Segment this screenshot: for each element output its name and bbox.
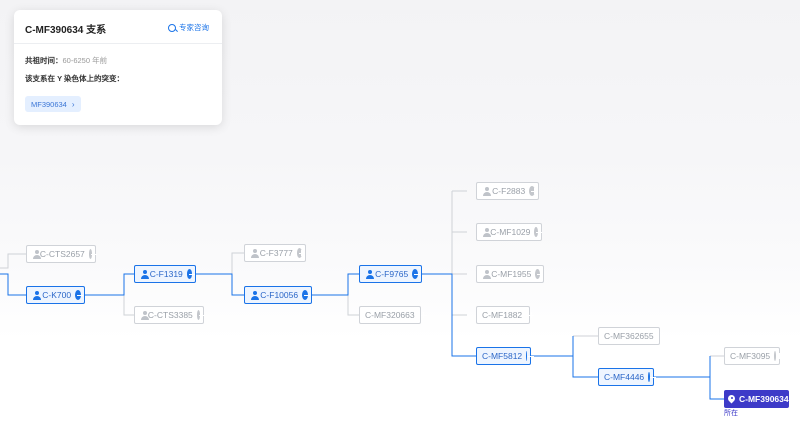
node-label: C-MF362655 bbox=[604, 331, 654, 341]
tree-node-c-mf1882[interactable]: C-MF1882 bbox=[476, 306, 535, 324]
expand-icon[interactable] bbox=[88, 249, 98, 259]
tree-node-c-mf1955[interactable]: C-MF1955 bbox=[476, 265, 544, 283]
node-label: C-MF1029 bbox=[490, 227, 531, 237]
tree-node-c-f1319[interactable]: C-F1319 bbox=[134, 265, 196, 283]
person-icon bbox=[365, 269, 374, 279]
tree-node-c-mf362655[interactable]: C-MF362655 bbox=[598, 327, 666, 345]
person-icon bbox=[250, 248, 258, 258]
node-label: C-F10056 bbox=[260, 290, 299, 300]
tree-node-c-mf320663[interactable]: C-MF320663 bbox=[359, 306, 427, 324]
person-icon bbox=[482, 186, 491, 196]
expand-icon[interactable] bbox=[774, 351, 782, 361]
tree-node-c-f9765[interactable]: C-F9765 bbox=[359, 265, 422, 283]
mutation-chip-label: MF390634 bbox=[31, 99, 67, 109]
person-icon bbox=[482, 269, 491, 279]
expert-consult-label: 专家咨询 bbox=[179, 23, 209, 32]
person-icon bbox=[140, 269, 148, 279]
collapse-icon[interactable] bbox=[186, 269, 196, 279]
node-label: C-MF3095 bbox=[730, 351, 771, 361]
tree-node-c-f3777[interactable]: C-F3777 bbox=[244, 244, 306, 262]
person-icon bbox=[32, 290, 42, 300]
mutation-label: 该支系在 Y 染色体上的突变： bbox=[25, 74, 125, 83]
tree-node-c-f2883[interactable]: C-F2883 bbox=[476, 182, 539, 200]
node-label: C-MF5812 bbox=[482, 351, 523, 361]
collapse-icon[interactable] bbox=[648, 372, 656, 382]
panel-divider bbox=[14, 43, 222, 44]
collapse-icon[interactable] bbox=[302, 290, 310, 300]
collapse-icon[interactable] bbox=[526, 351, 533, 361]
node-label: C-F9765 bbox=[375, 269, 409, 279]
expand-icon[interactable] bbox=[534, 227, 542, 237]
node-label: C-F1319 bbox=[149, 269, 183, 279]
node-label: C-K700 bbox=[42, 290, 72, 300]
target-caption: 所在 bbox=[724, 410, 738, 417]
collapse-icon[interactable] bbox=[75, 290, 83, 300]
tree-node-c-cts3385[interactable]: C-CTS3385 bbox=[134, 306, 206, 324]
tree-node-c-f10056[interactable]: C-F10056 bbox=[244, 286, 312, 304]
target-label: C-MF390634 bbox=[739, 394, 789, 404]
tree-node-c-mf3095[interactable]: C-MF3095 bbox=[724, 347, 782, 365]
tree-node-c-mf5812[interactable]: C-MF5812 bbox=[476, 347, 533, 365]
expand-icon[interactable] bbox=[296, 248, 306, 258]
chevron-right-icon: › bbox=[71, 99, 75, 109]
location-pin-icon bbox=[728, 395, 735, 404]
person-icon bbox=[32, 249, 41, 259]
time-label: 共祖时间： bbox=[25, 56, 63, 65]
node-label: C-F2883 bbox=[492, 186, 526, 196]
common-ancestor-time: 共祖时间：60-6250 年前 bbox=[25, 55, 107, 66]
node-label: C-F3777 bbox=[259, 248, 293, 258]
person-icon bbox=[482, 227, 492, 237]
node-label: C-MF1882 bbox=[482, 310, 523, 320]
search-icon bbox=[168, 23, 176, 32]
node-label: C-CTS3385 bbox=[147, 310, 193, 320]
tree-node-c-mf1029[interactable]: C-MF1029 bbox=[476, 223, 542, 241]
tree-node-target-c-mf390634[interactable]: C-MF390634 bbox=[724, 390, 789, 408]
time-value: 60-6250 年前 bbox=[62, 56, 108, 65]
tree-node-c-mf4446[interactable]: C-MF4446 bbox=[598, 368, 656, 386]
tree-node-c-cts2657[interactable]: C-CTS2657 bbox=[26, 245, 98, 263]
expert-consult-link[interactable]: 专家咨询 bbox=[168, 22, 209, 33]
node-label: C-MF320663 bbox=[365, 310, 415, 320]
branch-info-panel: C-MF390634 支系 专家咨询 共祖时间：60-6250 年前 该支系在 … bbox=[14, 10, 222, 125]
mutation-chip[interactable]: MF390634 › bbox=[25, 96, 81, 112]
panel-title: C-MF390634 支系 bbox=[25, 25, 107, 36]
tree-node-c-k700[interactable]: C-K700 bbox=[26, 286, 85, 304]
person-icon bbox=[140, 310, 149, 320]
node-label: C-MF4446 bbox=[604, 372, 645, 382]
expand-icon[interactable] bbox=[196, 310, 206, 320]
expand-icon[interactable] bbox=[535, 269, 543, 279]
node-label: C-MF1955 bbox=[491, 269, 532, 279]
node-label: C-CTS2657 bbox=[39, 249, 85, 259]
collapse-icon[interactable] bbox=[412, 269, 420, 279]
person-icon bbox=[250, 290, 260, 300]
expand-icon[interactable] bbox=[529, 186, 537, 196]
